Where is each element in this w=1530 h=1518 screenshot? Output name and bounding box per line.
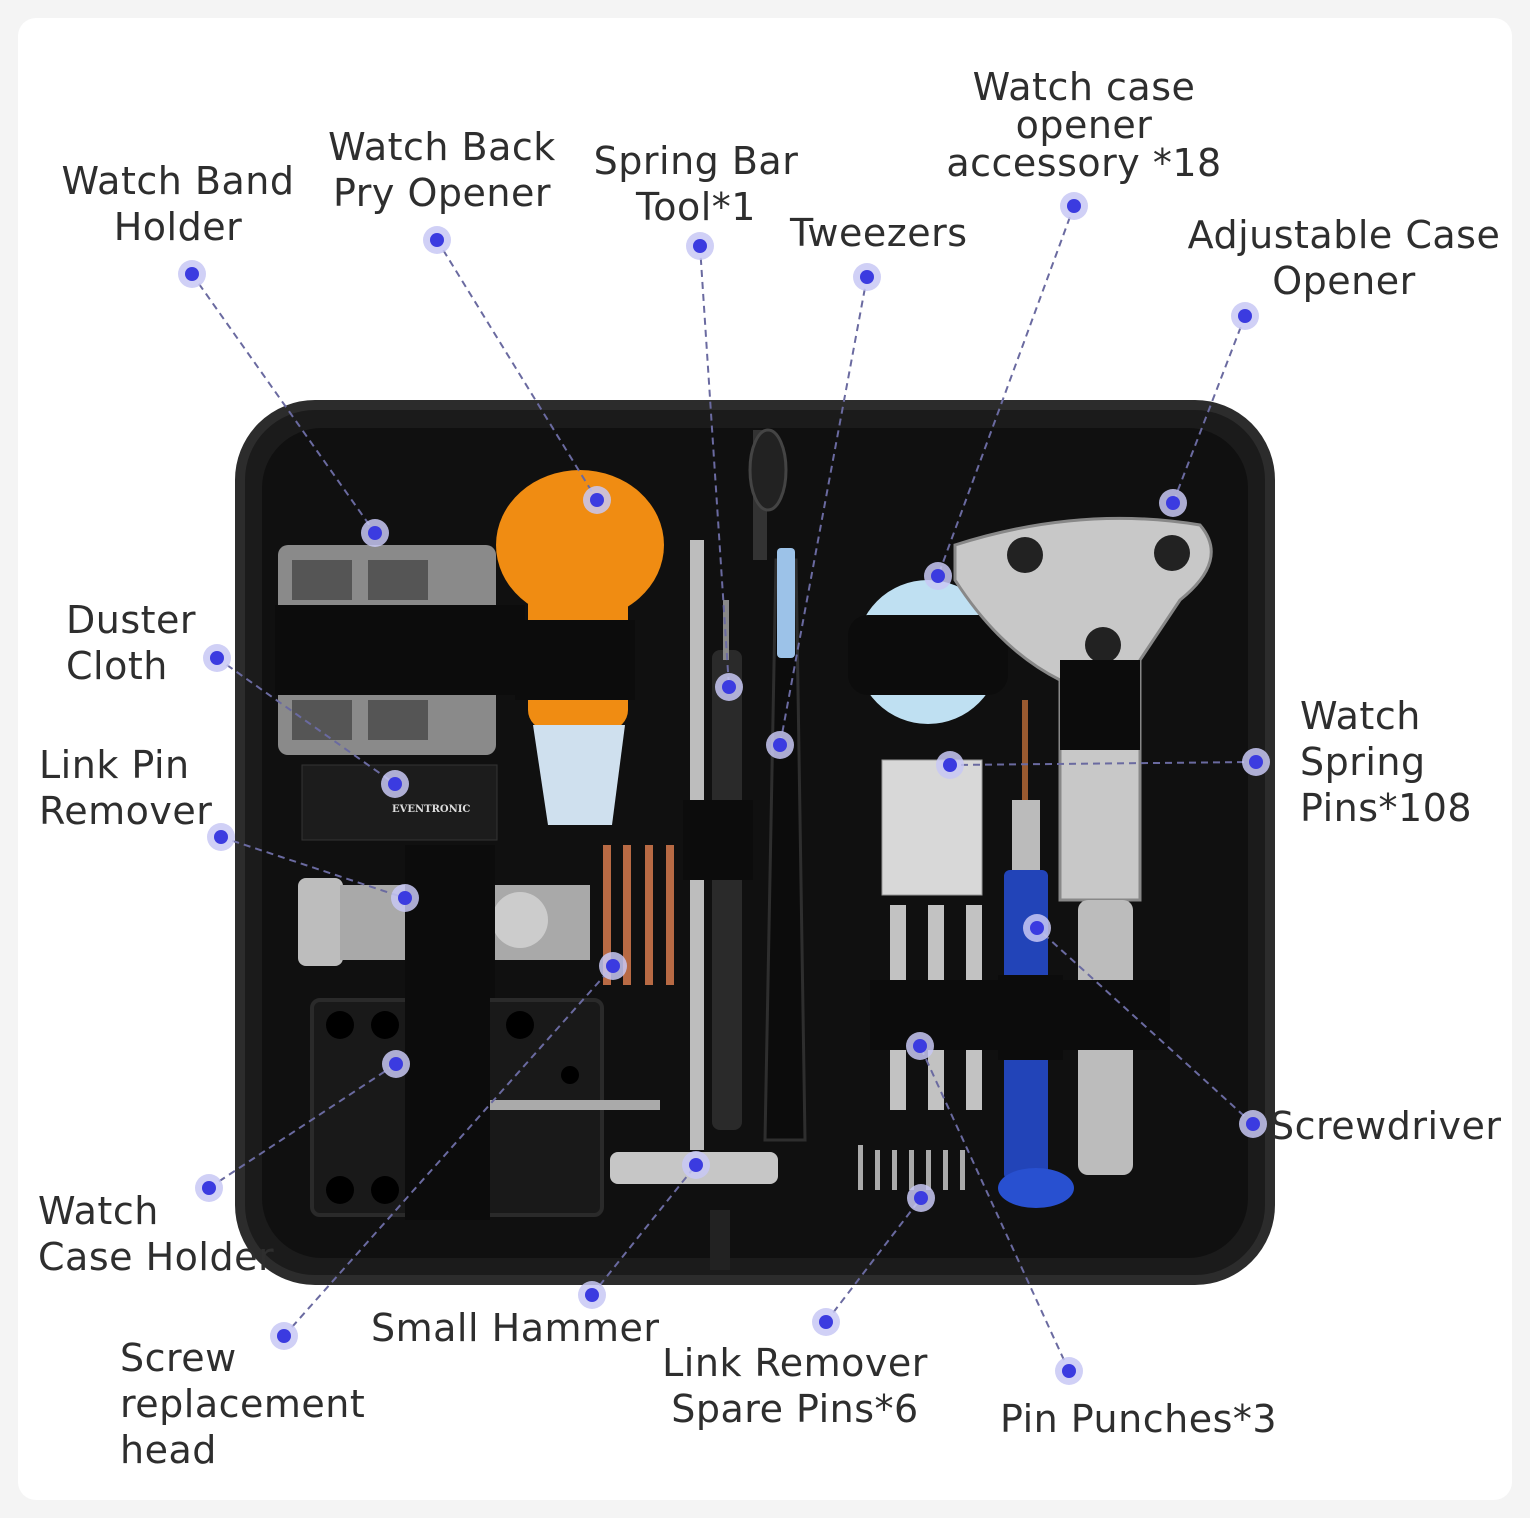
- callout-dot: [907, 1184, 935, 1212]
- pry-opener: [496, 470, 664, 825]
- callout-dot: [682, 1151, 710, 1179]
- label-pin-punches: Pin Punches*3: [1000, 1397, 1278, 1441]
- leader-line: [949, 761, 1257, 766]
- link-pin-remover: [298, 845, 590, 1005]
- leader-line: [825, 1197, 922, 1323]
- leader-line: [283, 965, 614, 1337]
- callout-dot: [853, 263, 881, 291]
- callout-dot: [906, 1032, 934, 1060]
- leader-line: [191, 273, 376, 534]
- adjustable-case-opener: [953, 516, 1213, 1175]
- callout-dot: [1060, 192, 1088, 220]
- callout-dot: [578, 1281, 606, 1309]
- leader-line: [591, 1164, 697, 1296]
- leader-line: [208, 1063, 397, 1189]
- label-watch-case-holder: Watch Case Holder: [38, 1189, 275, 1279]
- label-tweezers: Tweezers: [790, 211, 968, 255]
- label-pry-opener: Watch Back Pry Opener: [328, 125, 556, 215]
- label-watch-band-holder: Watch Band Holder: [61, 159, 295, 249]
- callout-dot: [381, 770, 409, 798]
- callout-dot: [583, 486, 611, 514]
- label-spring-bar-tool: Spring Bar Tool*1: [593, 139, 799, 229]
- spring-bar-tool: [683, 540, 753, 1150]
- screwdriver-heads: [603, 845, 674, 985]
- label-small-hammer: Small Hammer: [371, 1306, 660, 1350]
- screwdriver: [998, 700, 1074, 1208]
- label-duster-cloth: Duster Cloth: [66, 598, 197, 688]
- callout-dot: [924, 562, 952, 590]
- pin-punches: [870, 905, 1000, 1110]
- label-link-pin-remover: Link Pin Remover: [39, 743, 213, 833]
- callout-dot: [715, 673, 743, 701]
- leader-line: [937, 205, 1075, 577]
- callout-dot: [1242, 748, 1270, 776]
- label-adjustable-case-opener: Adjustable Case Opener: [1187, 213, 1501, 303]
- callout-dot: [207, 823, 235, 851]
- leader-line: [779, 276, 868, 746]
- spare-pins: [858, 1145, 965, 1190]
- accessory-box: [848, 580, 1008, 724]
- callout-dot: [1231, 302, 1259, 330]
- leader-line: [436, 239, 598, 501]
- leader-line: [1172, 315, 1246, 504]
- callout-dot: [423, 226, 451, 254]
- watch-band-holder: [275, 545, 525, 755]
- zipper-pull: [748, 428, 788, 512]
- label-case-opener-accessory: Watch case opener accessory *18: [946, 65, 1222, 185]
- leader-line: [216, 657, 396, 785]
- label-spare-pins: Link Remover Spare Pins*6: [662, 1341, 928, 1431]
- callout-dot: [391, 884, 419, 912]
- callout-dot: [812, 1308, 840, 1336]
- callout-dot: [270, 1322, 298, 1350]
- callout-dot: [382, 1050, 410, 1078]
- spring-pins-bag: [881, 759, 983, 896]
- callout-dot: [1023, 914, 1051, 942]
- label-watch-spring-pins: Watch Spring Pins*108: [1300, 694, 1473, 830]
- leader-line: [220, 836, 406, 899]
- callout-dot: [766, 731, 794, 759]
- watch-case-holder: [310, 990, 660, 1220]
- callout-dot: [936, 751, 964, 779]
- callout-dot: [686, 232, 714, 260]
- callout-dot: [1239, 1110, 1267, 1138]
- callout-dot: [1055, 1357, 1083, 1385]
- leader-line: [699, 245, 730, 688]
- callout-dot: [203, 644, 231, 672]
- callout-dot: [178, 260, 206, 288]
- callout-dot: [599, 952, 627, 980]
- callout-dot: [1159, 489, 1187, 517]
- brand-logo: EVENTRONIC: [392, 804, 470, 815]
- leader-line: [1036, 927, 1254, 1125]
- label-screw-replacement-head: Screw replacement head: [120, 1336, 366, 1472]
- callout-dot: [195, 1174, 223, 1202]
- tweezers: [763, 548, 807, 1142]
- callout-dot: [361, 519, 389, 547]
- label-screwdriver: Screwdriver: [1270, 1104, 1502, 1148]
